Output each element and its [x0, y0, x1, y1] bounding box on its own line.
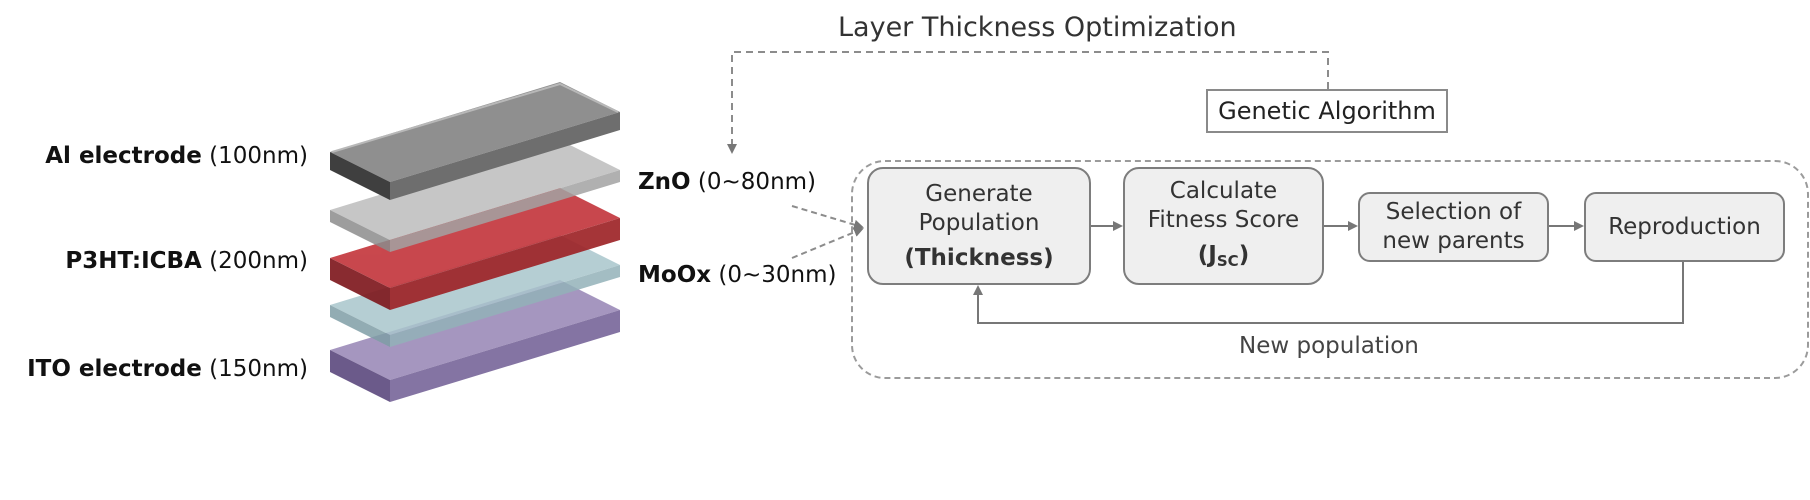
step-line: Fitness Score [1147, 206, 1300, 233]
zno-to-ga-arrow [791, 205, 864, 230]
calculate-fitness-box: Calculate Fitness Score (JSC) [1123, 167, 1324, 285]
layer-thickness: (100nm) [209, 143, 308, 169]
zno-layer [330, 140, 620, 252]
step-line: Generate [925, 180, 1033, 207]
step-line: Reproduction [1608, 213, 1761, 240]
layer-label-p3ht: P3HT:ICBA (200nm) [65, 248, 308, 274]
layer-name: ITO electrode [27, 356, 202, 382]
optimization-title: Layer Thickness Optimization [838, 12, 1237, 43]
al-layer [330, 82, 620, 200]
layer-thickness: (200nm) [209, 248, 308, 274]
step-line: Population [918, 209, 1040, 236]
step-param: (Thickness) [904, 244, 1054, 271]
generate-population-box: Generate Population (Thickness) [867, 167, 1091, 285]
step-line: Selection of [1385, 199, 1522, 225]
oxide-name: ZnO [638, 169, 691, 195]
reproduction-box: Reproduction [1584, 192, 1785, 262]
new-population-label: New population [1239, 333, 1419, 359]
new-population-loop-arrow [973, 262, 1684, 324]
selection-box: Selection of new parents [1358, 192, 1549, 262]
oxide-range: (0~30nm) [718, 262, 837, 288]
oxide-name: MoOx [638, 262, 712, 288]
genetic-algorithm-title: Genetic Algorithm [1206, 89, 1448, 133]
moox-to-ga-arrow [791, 227, 864, 259]
p3ht-layer [330, 188, 620, 310]
optimization-feedback-arrow [727, 51, 1329, 154]
layer-label-al: Al electrode (100nm) [45, 143, 308, 169]
ito-layer [330, 280, 620, 402]
jsc-close: ) [1238, 241, 1250, 268]
oxide-label-moox: MoOx (0~30nm) [638, 262, 837, 288]
layer-thickness: (150nm) [209, 356, 308, 382]
jsc-subscript: SC [1216, 251, 1239, 270]
oxide-range: (0~80nm) [697, 169, 817, 195]
step-param: (JSC) [1198, 241, 1249, 276]
genetic-algorithm-container [851, 160, 1809, 379]
jsc-open: (J [1197, 241, 1217, 268]
oxide-label-zno: ZnO (0~80nm) [638, 169, 816, 195]
layer-label-ito: ITO electrode (150nm) [27, 356, 308, 382]
layer-name: Al electrode [45, 143, 202, 169]
step-line: new parents [1382, 228, 1525, 254]
solar-cell-stack [330, 82, 620, 402]
step-line: Calculate [1169, 177, 1278, 204]
layer-name: P3HT:ICBA [65, 248, 202, 274]
